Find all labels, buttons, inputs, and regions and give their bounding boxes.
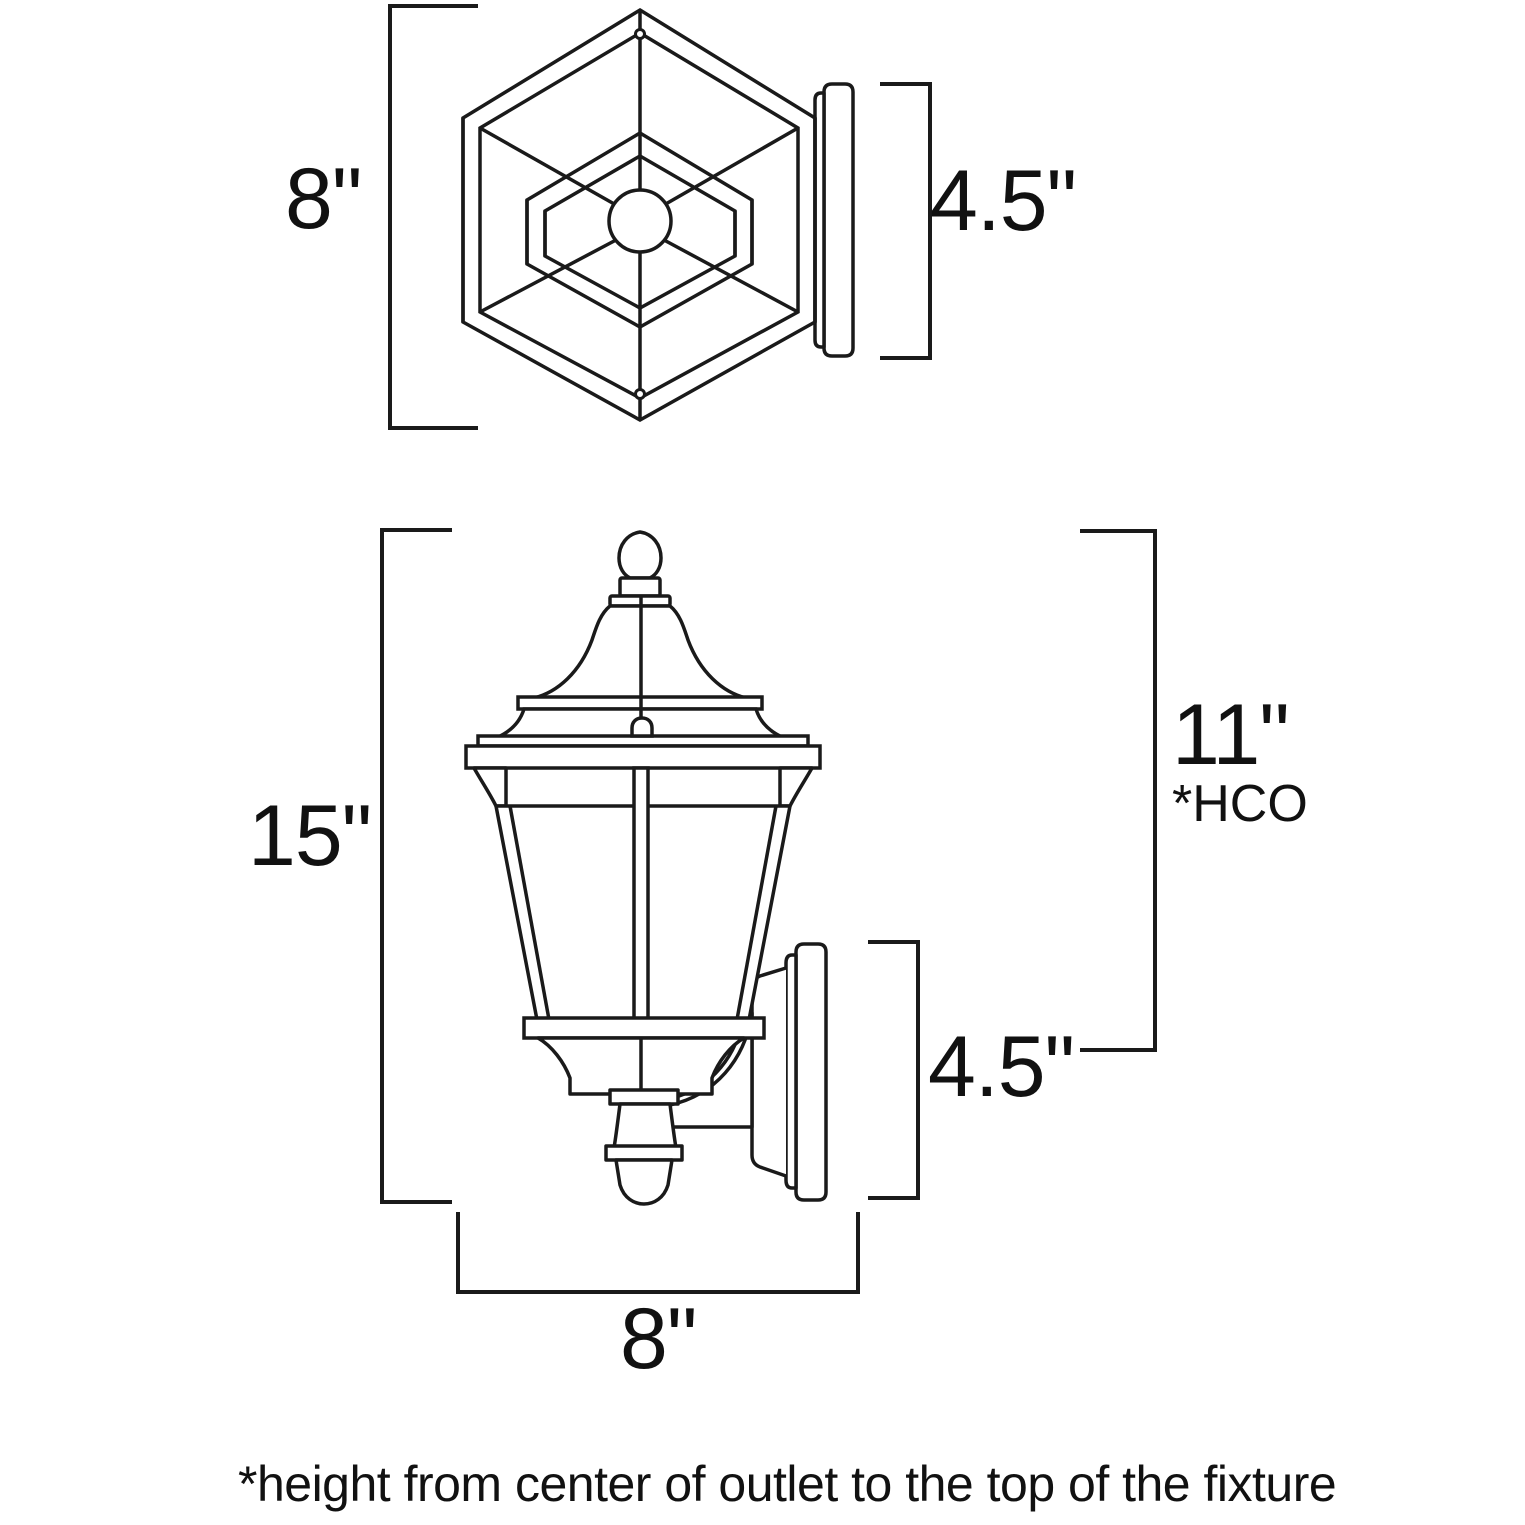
front-view-shoulder-left — [472, 766, 508, 808]
front-view-finial-collar — [618, 576, 662, 598]
front-view-cap-knob — [630, 716, 654, 738]
front-view-shoulder-right — [778, 766, 814, 808]
dimension-label-front-height: 15" — [248, 788, 372, 884]
front-view-bottom-neck — [612, 1102, 678, 1150]
dimension-bracket-top-height — [388, 4, 478, 430]
top-view-group — [461, 7, 855, 423]
front-view-bottom-finial-ball — [614, 1158, 674, 1206]
front-view-corner-post-left — [508, 805, 552, 1026]
front-view-corner-post-right — [734, 805, 778, 1026]
dimension-bracket-front-width — [456, 1212, 860, 1294]
dimension-brackets — [380, 4, 1157, 1294]
dimension-label-front-depth: 4.5" — [928, 1019, 1075, 1115]
dimension-label-hco-note: *HCO — [1172, 775, 1308, 833]
dimension-bracket-hco — [1080, 529, 1157, 1052]
top-view-wall-plate — [822, 82, 855, 358]
front-view-wall-plate-edge — [784, 953, 798, 1190]
front-view-center-rod — [632, 766, 650, 1028]
top-view-rib-nw — [479, 126, 617, 207]
dimension-label-top-depth: 4.5" — [930, 153, 1077, 249]
top-view-finial-circle — [607, 188, 673, 254]
front-view-backbox — [750, 966, 787, 1178]
top-view-rib-ne — [663, 126, 799, 207]
dimension-bracket-front-height — [380, 528, 452, 1204]
dimension-label-front-width: 8" — [620, 1291, 697, 1387]
dimension-label-hco-value: 11" — [1172, 687, 1290, 783]
dimension-label-top-height: 8" — [285, 151, 362, 247]
top-view-rib-se — [663, 238, 799, 314]
top-view-rib-sw — [479, 238, 617, 314]
top-view-screw-top — [634, 28, 646, 40]
front-view-bottom-collar-lower — [604, 1144, 684, 1162]
top-view-screw-bottom — [634, 388, 646, 400]
footnote-text: *height from center of outlet to the top… — [238, 1456, 1337, 1512]
front-view-bottom-collar-upper — [608, 1088, 680, 1106]
front-view-cap-plate — [464, 744, 822, 770]
front-view-bottom-plate — [522, 1016, 766, 1040]
dimension-bracket-top-depth — [880, 82, 932, 360]
front-view-finial-ball — [617, 530, 663, 580]
top-view-wall-plate-edge — [813, 91, 826, 349]
front-view-group — [464, 530, 828, 1206]
front-view-wall-plate — [794, 942, 828, 1202]
dimension-bracket-front-depth — [868, 940, 920, 1200]
